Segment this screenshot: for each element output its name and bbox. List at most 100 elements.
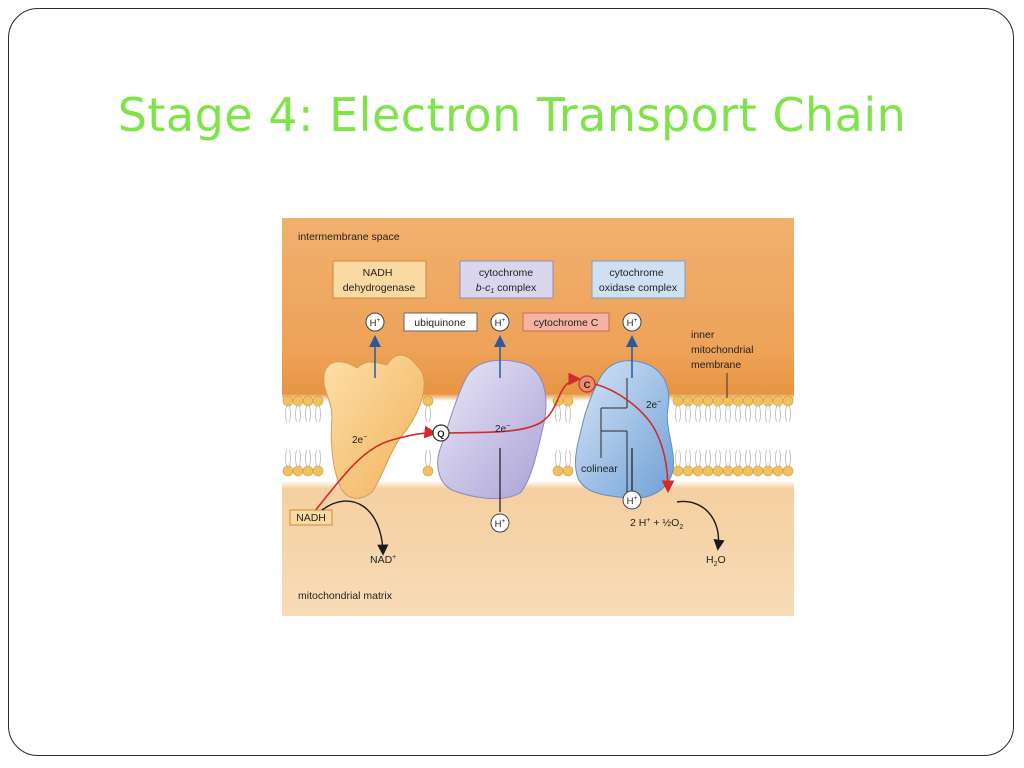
lipid-head (712, 395, 724, 407)
lipid-tail (735, 405, 741, 423)
lipid-head (782, 465, 794, 477)
proton-arrows (369, 335, 638, 512)
inner-membrane-label: inner mitochondrial membrane (691, 329, 756, 371)
lipid-tail (725, 405, 731, 423)
svg-text:ubiquinone: ubiquinone (414, 317, 466, 329)
lipid-tail (695, 449, 701, 467)
oxygen-to-water-arrow (676, 500, 725, 551)
svg-text:cytochrome oxidase compl: cytochrome oxidase complex (599, 267, 678, 294)
lipid-head (722, 395, 734, 407)
colinear-label: colinear (581, 463, 618, 475)
lipid-head (312, 465, 324, 477)
lipid-tail (705, 449, 711, 467)
lipid-tail (295, 405, 301, 423)
lipid-tail (705, 405, 711, 423)
lipid-tail (295, 449, 301, 467)
lipid-tail (685, 405, 691, 423)
nadh-to-nad-arrow (321, 500, 389, 556)
svg-text:H+: H+ (627, 495, 638, 507)
cytochrome-oxidase-box: cytochrome oxidase complex (591, 260, 686, 299)
lipid-head (722, 465, 734, 477)
oxygen-reaction-label: 2 H+ + ½O2 (630, 517, 683, 531)
lipid-head (752, 395, 764, 407)
mitochondrial-matrix-label: mitochondrial matrix (298, 590, 393, 602)
lipid-tail (775, 405, 781, 423)
proton-bottom-complex-three: H+ (490, 513, 510, 533)
complex-four-shape (575, 360, 674, 499)
lipid-head (302, 395, 314, 407)
lipid-head (282, 465, 294, 477)
svg-text:C: C (584, 380, 591, 391)
lipid-tail (425, 449, 431, 467)
nadh-dehydrogenase-box: NADH dehydrogenase (332, 260, 427, 299)
lipid-head (302, 465, 314, 477)
lipid-tail (285, 449, 291, 467)
lipid-head (732, 465, 744, 477)
lipid-head (672, 395, 684, 407)
lipid-head (292, 465, 304, 477)
svg-text:b-c1 complex: b-c1 complex (476, 282, 537, 295)
lipid-tail (745, 449, 751, 467)
lipid-head (762, 395, 774, 407)
proton-top-complex-four: H+ (622, 312, 642, 332)
lipid-tail (745, 405, 751, 423)
lipid-bilayer (282, 395, 794, 477)
lipid-tail (785, 449, 791, 467)
lipid-tail (715, 405, 721, 423)
lipid-tail (565, 449, 571, 467)
slide-title: Stage 4: Electron Transport Chain (117, 88, 907, 142)
lipid-tail (425, 405, 431, 423)
proton-top-complex-three: H+ (490, 312, 510, 332)
lipid-head (712, 465, 724, 477)
electron-label-complex-three: 2e− (495, 423, 510, 435)
lipid-head (772, 395, 784, 407)
electron-path-nadh-to-q (313, 425, 438, 513)
proton-top-complex-one: H+ (365, 312, 385, 332)
lipid-tail (315, 405, 321, 423)
svg-text:H+: H+ (495, 518, 506, 530)
lipid-tail (765, 405, 771, 423)
svg-text:H+: H+ (370, 317, 381, 329)
electron-label-complex-four: 2e− (646, 399, 661, 411)
lipid-tail (555, 405, 561, 423)
lipid-head (682, 465, 694, 477)
lipid-tail (695, 405, 701, 423)
lipid-head (282, 395, 294, 407)
lipid-head (292, 395, 304, 407)
complex-three-shape (437, 359, 547, 499)
lipid-head (782, 395, 794, 407)
nad-plus-label: NAD+ (370, 554, 396, 566)
cytochrome-bc1-box: cytochrome b-c1 complex (459, 260, 554, 299)
lipid-tail (675, 405, 681, 423)
water-label: H2O (706, 554, 726, 568)
lipid-tail (305, 449, 311, 467)
lipid-tail (775, 449, 781, 467)
lipid-tail (755, 405, 761, 423)
ubiquinone-q-icon: Q (432, 424, 450, 442)
lipid-tail (685, 449, 691, 467)
lipid-head (562, 395, 574, 407)
lipid-tail (305, 405, 311, 423)
lipid-head (702, 395, 714, 407)
lipid-head (772, 465, 784, 477)
intermembrane-space-label: intermembrane space (298, 231, 400, 243)
lipid-head (682, 395, 694, 407)
lipid-head (312, 395, 324, 407)
lipid-head (752, 465, 764, 477)
svg-text:Q: Q (437, 429, 444, 440)
lipid-head (692, 465, 704, 477)
svg-text:NADH dehydrogenase: NADH dehydrogenase (343, 267, 416, 294)
electron-path-c-to-oxygen (594, 383, 675, 494)
svg-text:NADH: NADH (296, 512, 326, 524)
lipid-head (422, 395, 434, 407)
lipid-head (732, 395, 744, 407)
lipid-head (692, 395, 704, 407)
svg-text:cytochrome: cytochrome (479, 267, 533, 279)
lipid-tail (285, 405, 291, 423)
lipid-head (702, 465, 714, 477)
lipid-tail (675, 449, 681, 467)
lipid-tail (565, 405, 571, 423)
lipid-head (742, 465, 754, 477)
lipid-tail (725, 449, 731, 467)
cytochrome-c-box: cytochrome C (522, 312, 610, 332)
